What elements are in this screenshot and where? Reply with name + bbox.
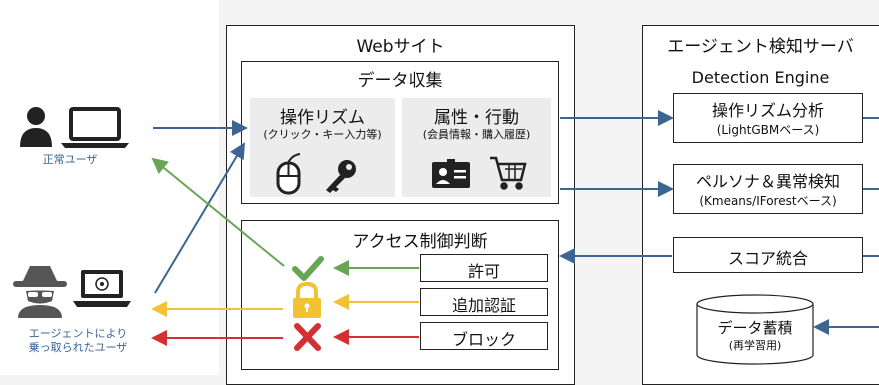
cart-icon [490, 156, 527, 190]
data-collection-title: データ収集 [357, 71, 443, 91]
check-icon [292, 256, 324, 281]
robot-laptop-icon [73, 270, 131, 307]
analysis-subtitle: (LightGBMベース) [716, 123, 820, 137]
analysis-box [673, 93, 863, 143]
hacker-icon [13, 266, 67, 318]
diagram-graphics [13, 107, 879, 365]
storage-subtitle: (再学習用) [728, 339, 782, 352]
allow-label: 許可 [467, 262, 500, 281]
score-box [673, 237, 863, 273]
mouse-icon [276, 153, 301, 195]
user-icon [20, 107, 52, 147]
operation-rhythm-box [250, 98, 395, 197]
normal-user-label: 正常ユーザ [42, 153, 98, 166]
hijacked-user-label: エージェントにより 乗っ取られたユーザ [28, 327, 128, 354]
allow-box [420, 254, 548, 282]
persona-subtitle: (Kmeans/IForestベース) [699, 194, 837, 208]
score-title: スコア統合 [727, 249, 808, 268]
block-label: ブロック [451, 330, 516, 349]
server-title: エージェント検知サーバ [667, 37, 854, 57]
key-icon [326, 160, 356, 193]
persona-title: ペルソナ＆異常検知 [695, 172, 840, 191]
access-control-title: アクセス制御判断 [352, 232, 488, 252]
block-box [420, 322, 548, 350]
cross-icon [294, 323, 321, 351]
analysis-title: 操作リズム分析 [711, 101, 824, 120]
engine-title: Detection Engine [691, 68, 830, 87]
persona-box [673, 164, 863, 214]
attributes-subtitle: (会員情報・購入履歴) [422, 128, 531, 141]
laptop-icon [61, 107, 129, 148]
attributes-title: 属性・行動 [434, 108, 519, 128]
hijacked-user-arrow [154, 142, 246, 294]
additional-auth-box [420, 288, 548, 316]
allow-to-user-arrow [151, 157, 285, 267]
storage-title: データ蓄積 [717, 319, 793, 337]
additional-auth-label: 追加認証 [451, 296, 516, 315]
id-card-icon [432, 159, 470, 188]
website-title: Webサイト [356, 37, 445, 57]
attributes-box [402, 98, 551, 197]
operation-rhythm-subtitle: (クリック・キー入力等) [263, 128, 382, 141]
database-icon [696, 294, 814, 365]
operation-rhythm-title: 操作リズム [280, 108, 365, 128]
lock-icon [293, 281, 321, 318]
